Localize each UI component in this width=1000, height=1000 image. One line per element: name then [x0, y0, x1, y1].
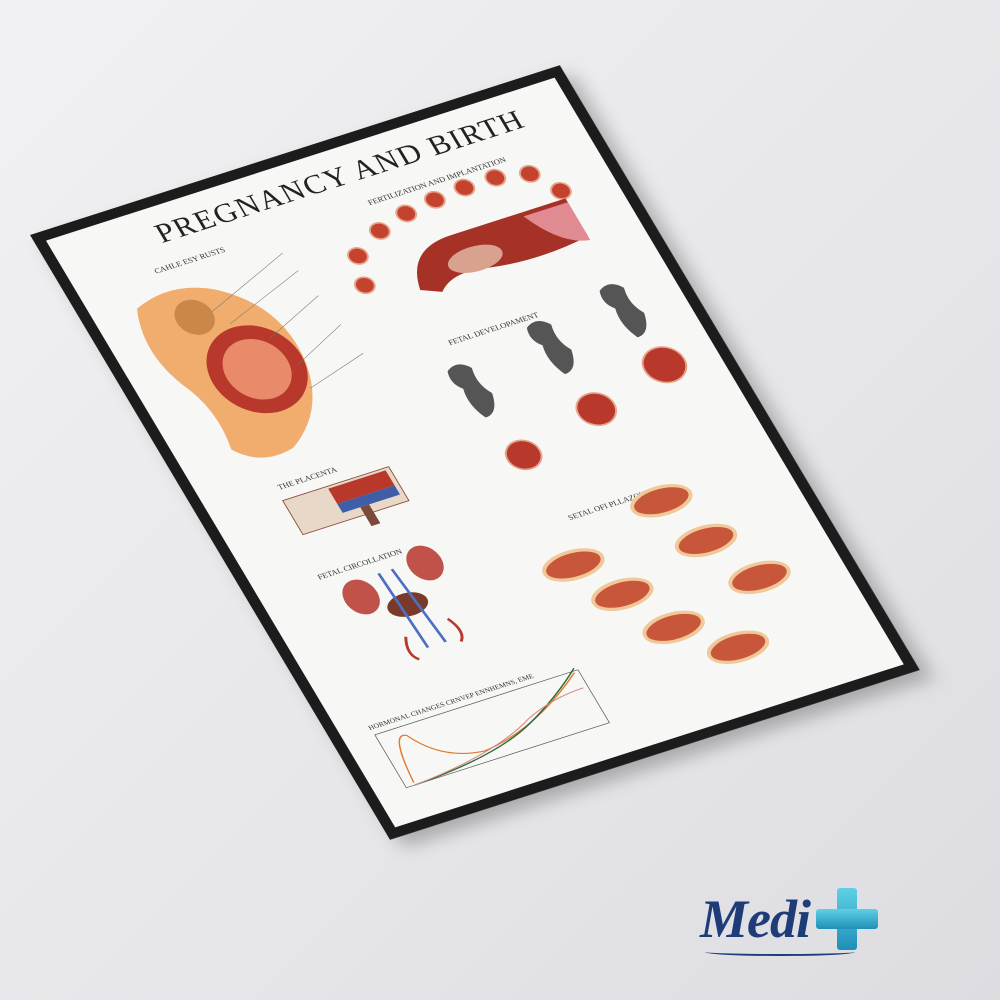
poster-paper: [45, 77, 904, 828]
hormone-curve-green: [414, 668, 575, 786]
hormone-curve-pink: [414, 687, 584, 786]
medical-cross-icon: [816, 888, 878, 950]
logo-swoosh: [705, 948, 855, 956]
fetal-circulation-illustration: [342, 545, 464, 661]
fertilization-illustration: [346, 164, 591, 295]
pregnant-body-illustration: [136, 252, 364, 458]
hormonal-chart: [374, 668, 610, 789]
birth-stages-illustration: [542, 484, 791, 664]
medi-logo: Medi: [700, 888, 878, 950]
placenta-illustration: [282, 466, 410, 536]
fetal-development-illustration: [447, 284, 688, 471]
logo-text: Medi: [700, 889, 811, 949]
